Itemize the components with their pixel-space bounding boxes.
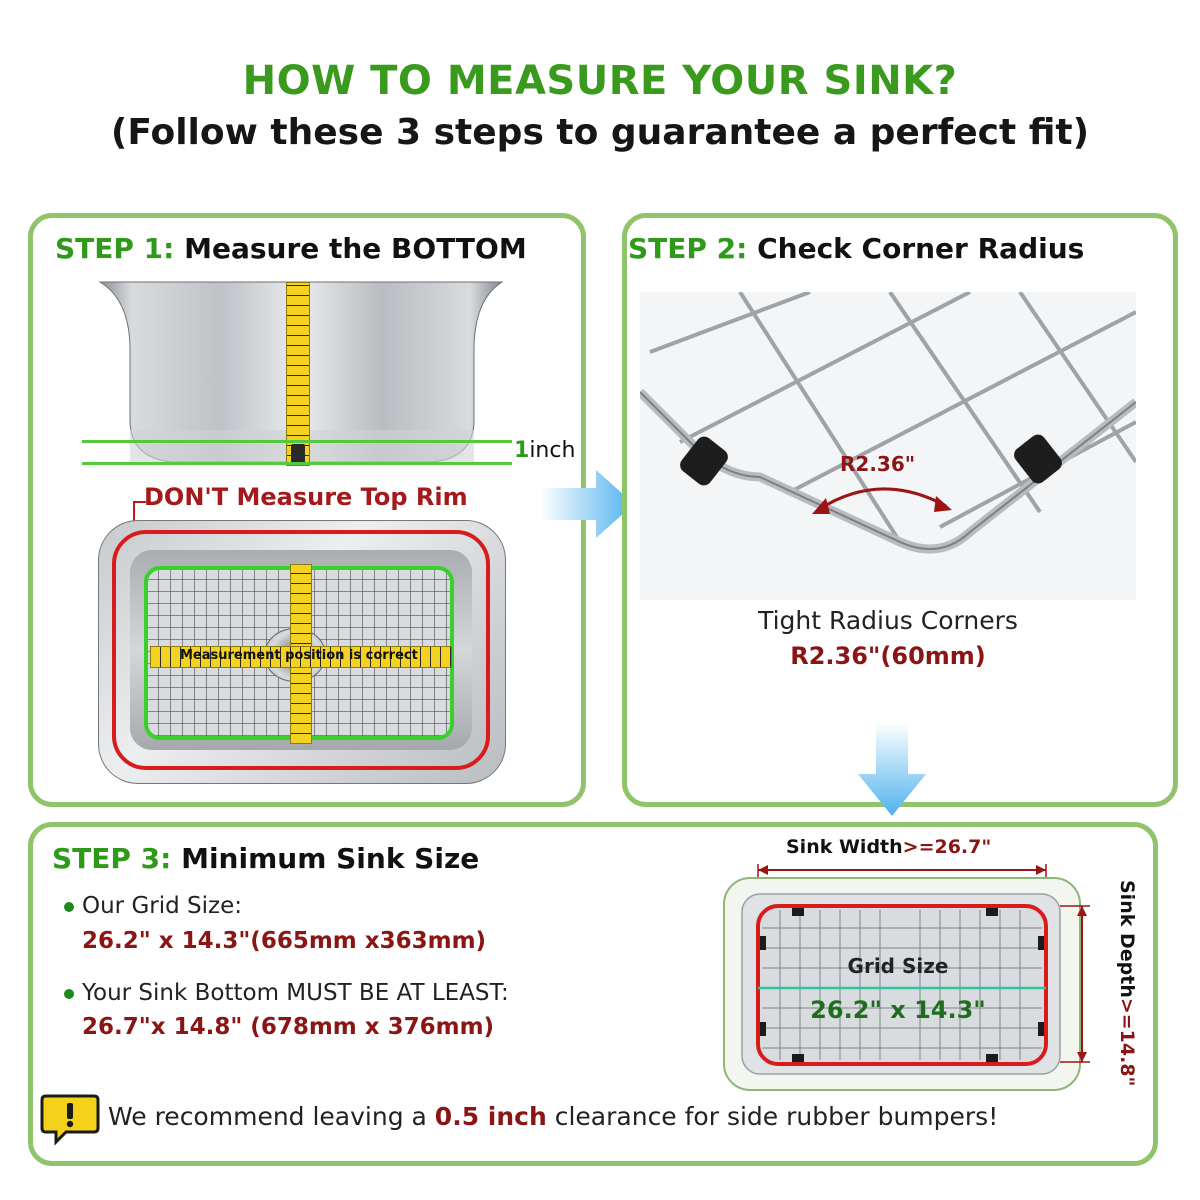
width-value: >=26.7" (902, 836, 992, 858)
note-prefix: We recommend leaving a (108, 1102, 435, 1131)
depth-value: >=14.8" (1116, 997, 1138, 1087)
measuring-tape-vertical (286, 282, 310, 466)
bullet-icon (64, 988, 74, 999)
grid-corner-image (640, 292, 1136, 600)
inch-unit: inch (529, 438, 576, 463)
grid-size-item: Our Grid Size: (64, 893, 242, 919)
diagram-grid-label: Grid Size (847, 954, 949, 978)
radius-label: R2.36" (840, 452, 916, 476)
measuring-tape-width (150, 646, 452, 668)
step1-label: STEP 1: (55, 232, 175, 265)
sink-bottom-item: Your Sink Bottom MUST BE AT LEAST: (64, 980, 509, 1006)
grid-size-label: Our Grid Size: (82, 893, 242, 919)
radius-caption-value: R2.36"(60mm) (790, 642, 986, 670)
sink-bottom-value: 26.7"x 14.8" (678mm x 376mm) (82, 1014, 495, 1040)
sink-size-diagram (723, 864, 1090, 1091)
step2-label: STEP 2: (628, 232, 748, 265)
tape-hook (291, 444, 305, 464)
page-subtitle: (Follow these 3 steps to guarantee a per… (110, 112, 1090, 153)
grid-size-value: 26.2" x 14.3"(665mm x363mm) (82, 928, 487, 954)
sink-bottom-label: Your Sink Bottom MUST BE AT LEAST: (82, 980, 509, 1006)
step3-title: Minimum Sink Size (181, 842, 480, 875)
inch-number: 1 (514, 438, 530, 463)
bottom-measure-line-bottom (82, 462, 512, 465)
step2-heading: STEP 2: Check Corner Radius (628, 232, 1084, 265)
step1-title: Measure the BOTTOM (184, 232, 527, 265)
page-title: HOW TO MEASURE YOUR SINK? (242, 58, 958, 104)
note-highlight: 0.5 inch (434, 1102, 547, 1131)
inch-label: 1inch (514, 438, 575, 463)
top-rim-red-outline (112, 530, 490, 770)
step1-heading: STEP 1: Measure the BOTTOM (55, 232, 527, 265)
bottom-measure-line-top (82, 440, 512, 443)
exclamation-chat-icon (40, 1094, 100, 1146)
clearance-note: We recommend leaving a 0.5 inch clearanc… (108, 1102, 998, 1131)
diagram-depth-label: Sink Depth>=14.8" (1108, 880, 1138, 1100)
diagram-grid-value: 26.2" x 14.3" (810, 996, 986, 1024)
bullet-icon (64, 901, 74, 912)
diagram-width-label: Sink Width>=26.7" (786, 836, 991, 858)
next-step-arrow-right (540, 470, 634, 538)
top-rim-warning: DON'T Measure Top Rim (144, 483, 468, 511)
note-suffix: clearance for side rubber bumpers! (546, 1102, 999, 1131)
step3-heading: STEP 3: Minimum Sink Size (52, 842, 479, 875)
width-label: Sink Width (786, 836, 903, 858)
next-step-arrow-down (858, 722, 926, 816)
step3-label: STEP 3: (52, 842, 172, 875)
radius-caption: Tight Radius Corners (758, 606, 1018, 635)
tape-note: Measurement position is correct (180, 648, 418, 663)
step2-title: Check Corner Radius (757, 232, 1085, 265)
depth-label: Sink Depth (1116, 880, 1138, 998)
